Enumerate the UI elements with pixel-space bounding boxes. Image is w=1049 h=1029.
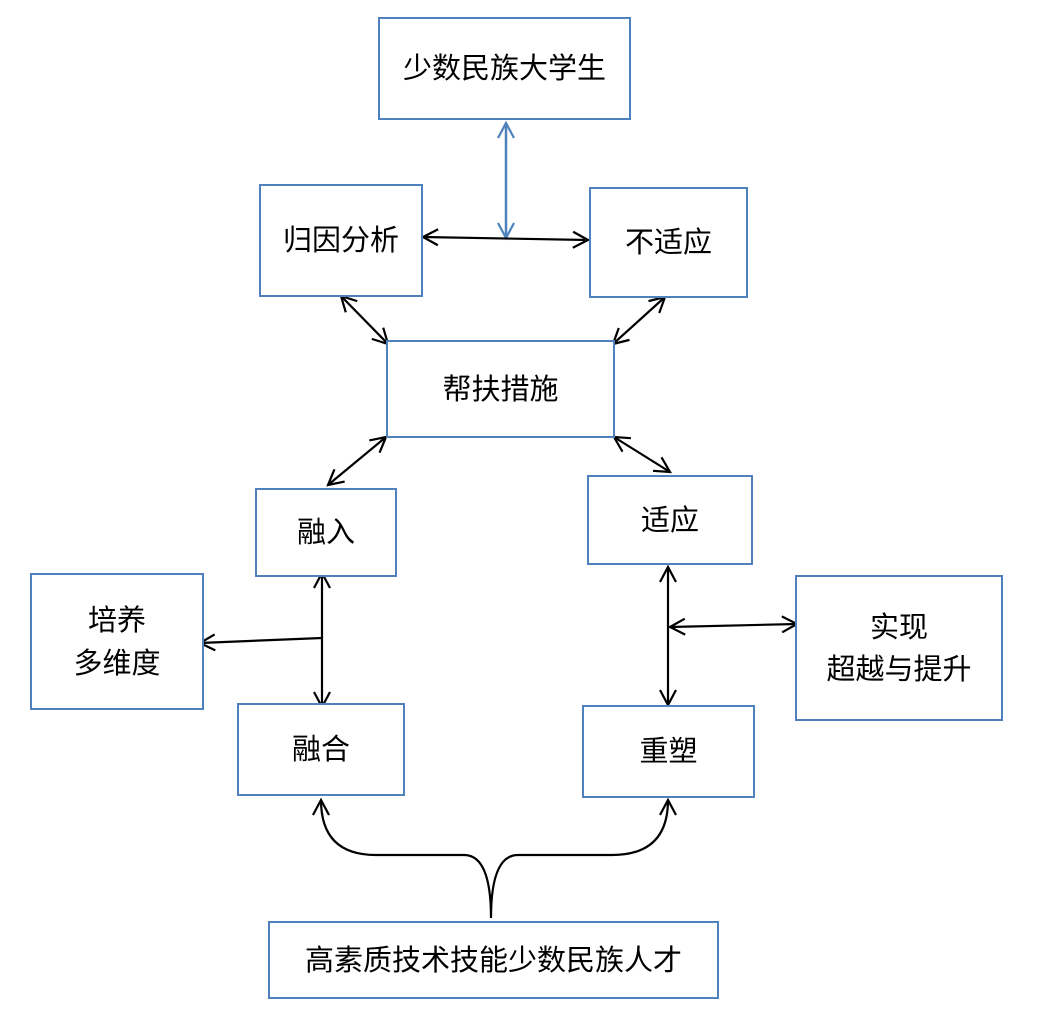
node-maladjustment: 不适应 <box>589 187 748 298</box>
arrow-attribution-maladjustment <box>420 228 591 249</box>
node-integrate-in: 融入 <box>255 488 397 577</box>
node-maladjustment-label: 不适应 <box>624 225 712 260</box>
node-reshape: 重塑 <box>582 705 755 798</box>
node-adaptation: 适应 <box>587 475 753 565</box>
brace-connector <box>312 797 677 919</box>
node-fusion: 融合 <box>237 703 405 796</box>
node-realize: 实现 超越与提升 <box>795 575 1003 721</box>
node-talent: 高素质技术技能少数民族人才 <box>268 921 719 999</box>
node-realize-line1: 实现 <box>869 609 928 644</box>
arrow-maladjustment-support <box>611 295 667 346</box>
node-attribution-analysis-label: 归因分析 <box>282 223 399 258</box>
node-minority-students: 少数民族大学生 <box>378 17 631 120</box>
node-talent-label: 高素质技术技能少数民族人才 <box>304 942 682 977</box>
arrow-link-realize <box>667 615 800 636</box>
node-support-measures-label: 帮扶措施 <box>442 371 559 406</box>
node-attribution-analysis: 归因分析 <box>259 184 423 297</box>
node-cultivate: 培养 多维度 <box>30 573 204 710</box>
node-cultivate-line1: 培养 <box>87 603 146 638</box>
node-fusion-label: 融合 <box>291 732 350 767</box>
node-support-measures: 帮扶措施 <box>386 340 615 438</box>
node-realize-line2: 超越与提升 <box>826 652 972 686</box>
node-cultivate-line2: 多维度 <box>73 645 161 680</box>
node-integrate-in-label: 融入 <box>296 515 355 550</box>
node-reshape-label: 重塑 <box>639 734 698 769</box>
arrow-attribution-support <box>339 294 390 346</box>
arrow-support-adaptation <box>612 435 672 474</box>
arrow-cultivate-link <box>197 633 323 652</box>
arrow-support-integrate <box>326 435 388 487</box>
node-minority-students-label: 少数民族大学生 <box>402 51 606 86</box>
node-adaptation-label: 适应 <box>640 502 699 537</box>
